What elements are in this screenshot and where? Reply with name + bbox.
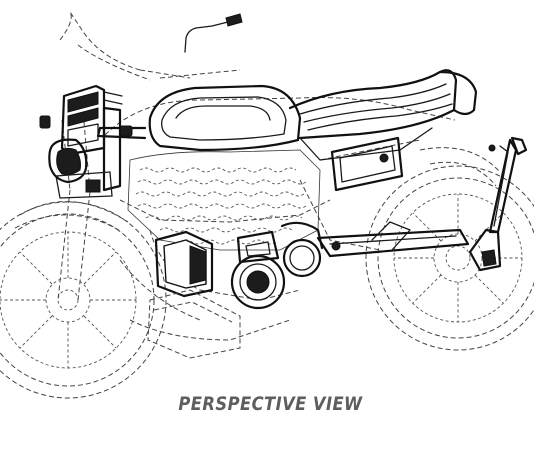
rear-wheel [365,165,534,351]
rear-shock [468,136,528,272]
rear-fender [419,147,501,187]
battery-pack-detail [127,149,321,251]
tank-cover [96,84,302,152]
frame-outline [104,97,456,341]
motor [230,221,324,310]
figure-caption: PERSPECTIVE VIEW [178,393,363,415]
fork-clamp [55,91,123,199]
swingarm [316,221,470,258]
front-fork [14,119,129,301]
side-panel [330,136,404,192]
headlight-assembly [39,84,133,184]
belly-pan [147,289,241,359]
handlebars [59,11,243,81]
front-wheel [0,201,167,399]
battery-cover [154,230,214,298]
seat [288,69,478,161]
